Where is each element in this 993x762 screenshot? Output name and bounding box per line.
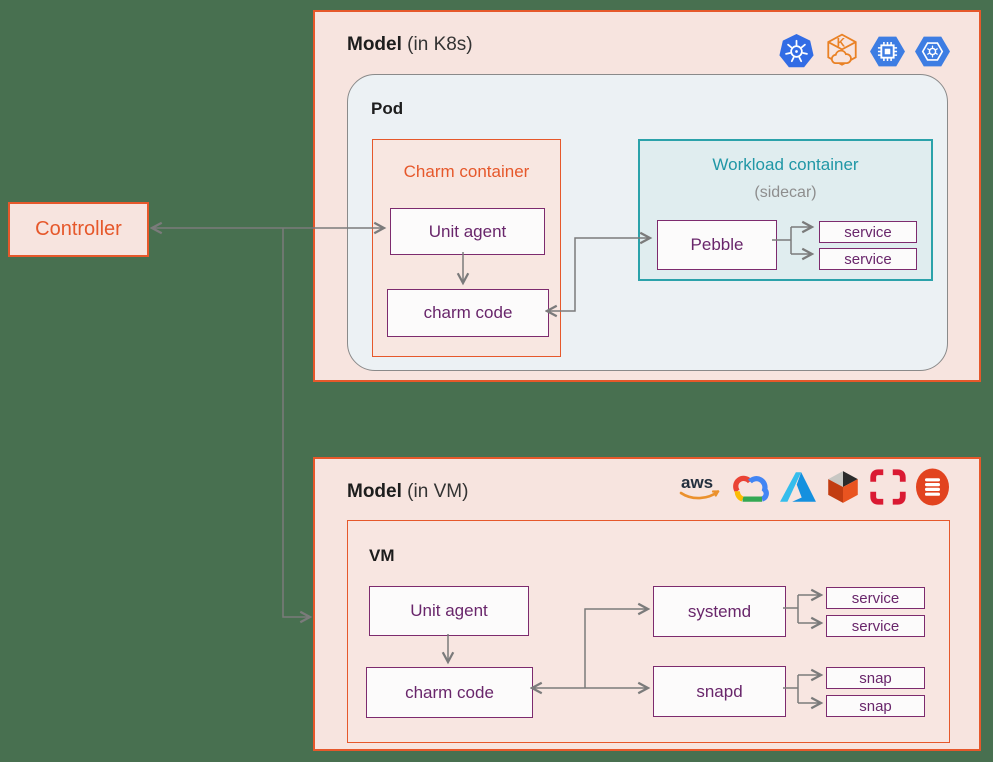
pod-label: Pod (371, 99, 404, 118)
openstack-icon (870, 469, 906, 505)
vm-box: VM Unit agent charm code systemd snapd s… (347, 520, 950, 743)
k8s-unit-agent-node: Unit agent (390, 208, 545, 255)
controller-box: Controller (8, 202, 149, 257)
model-vm-box: Model (in VM) aws (313, 457, 981, 751)
k8s-charm-code-node: charm code (387, 289, 549, 337)
svg-text:K: K (837, 36, 846, 49)
workload-container-box: Workload container (sidecar) Pebble serv… (638, 139, 933, 281)
model-k8s-box: Model (in K8s) K (313, 10, 981, 382)
snap-node: snap (826, 667, 925, 689)
model-k8s-title-suffix: (in K8s) (407, 34, 473, 55)
vm-unit-agent-node: Unit agent (369, 586, 529, 636)
svg-text:aws: aws (681, 473, 713, 492)
pod-box: Pod Charm container Unit agent charm cod… (347, 74, 948, 371)
model-vm-title-suffix: (in VM) (407, 481, 469, 502)
k8s-service-node: service (819, 248, 917, 270)
vm-service-node: service (826, 587, 925, 609)
aws-icon: aws (679, 473, 720, 500)
systemd-node: systemd (653, 586, 786, 637)
maas-icon (916, 468, 949, 506)
k8s-cloud-icons: K (778, 32, 951, 70)
snap-node: snap (826, 695, 925, 717)
k8s-service-node: service (819, 221, 917, 243)
compute-engine-icon (870, 36, 905, 66)
charm-container-box: Charm container Unit agent charm code (372, 139, 561, 357)
pebble-node: Pebble (657, 220, 777, 270)
snapd-node: snapd (653, 666, 786, 717)
model-k8s-title-bold: Model (347, 34, 402, 55)
vm-charm-code-node: charm code (366, 667, 533, 718)
vm-label: VM (369, 546, 395, 565)
google-cloud-icon (733, 475, 769, 502)
model-vm-title-bold: Model (347, 481, 402, 502)
gke-icon (915, 36, 950, 66)
azure-icon (780, 472, 816, 502)
kubernetes-icon (779, 33, 814, 67)
eks-icon: K (827, 33, 857, 66)
vm-cloud-icons: aws (677, 467, 951, 507)
model-k8s-title: Model (in K8s) (347, 34, 473, 56)
controller-model-vm-arrow (282, 228, 310, 617)
vm-service-node: service (826, 615, 925, 637)
charm-container-label: Charm container (403, 162, 530, 181)
model-vm-title: Model (in VM) (347, 481, 468, 503)
lxd-icon (828, 471, 858, 503)
sidecar-label: (sidecar) (754, 184, 817, 201)
workload-container-label: Workload container (712, 155, 859, 174)
